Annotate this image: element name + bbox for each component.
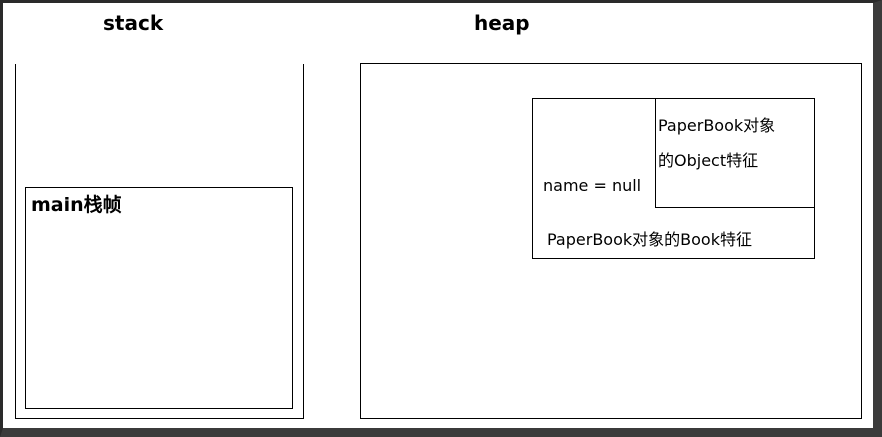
- heap-title: heap: [474, 11, 530, 35]
- main-stack-frame: main栈帧: [25, 187, 293, 409]
- name-field-value: name = null: [543, 176, 642, 195]
- paperbook-object-feature-box: [655, 98, 815, 208]
- stack-area: [15, 64, 304, 419]
- heap-area: [360, 63, 862, 419]
- object-feature-label-line2: 的Object特征: [658, 151, 759, 170]
- object-feature-label-line1: PaperBook对象: [658, 116, 776, 135]
- book-feature-label: PaperBook对象的Book特征: [547, 230, 752, 249]
- stack-frame-label: main栈帧: [31, 194, 122, 216]
- stack-title: stack: [103, 11, 164, 35]
